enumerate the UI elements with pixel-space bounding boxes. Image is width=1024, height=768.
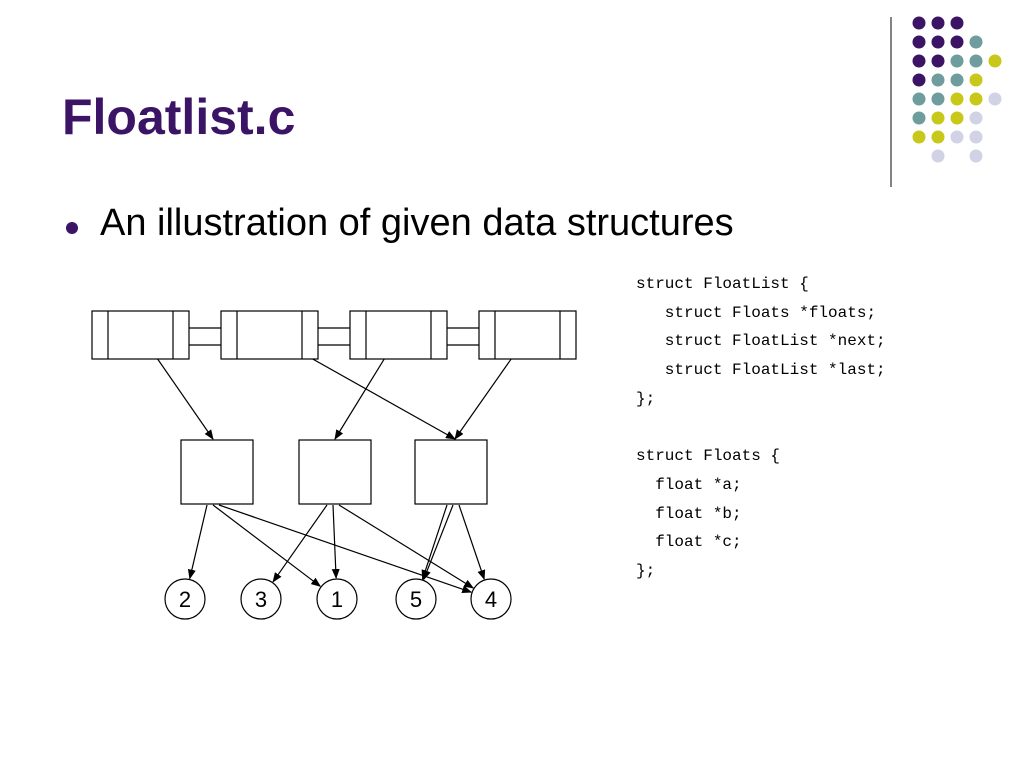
value-node: 3 — [240, 578, 282, 620]
value-node-label: 4 — [485, 587, 497, 612]
decor-dot — [912, 35, 926, 49]
decor-dot — [969, 92, 983, 106]
value-pointer-arrow — [212, 504, 322, 587]
decor-dot — [950, 130, 964, 144]
floatlist-node — [478, 310, 577, 360]
decor-dot — [931, 73, 945, 87]
value-node: 1 — [316, 578, 358, 620]
value-node-label: 2 — [179, 587, 191, 612]
value-node-label: 3 — [255, 587, 267, 612]
decor-dot — [912, 16, 926, 30]
value-node-circle — [164, 578, 206, 620]
decor-dot — [950, 16, 964, 30]
code-line: float *a; — [636, 475, 742, 494]
slide-title: Floatlist.c — [62, 89, 296, 145]
floats-box — [180, 439, 254, 505]
value-pointer-arrow — [421, 504, 448, 581]
decor-dot — [969, 54, 983, 68]
value-node-circle — [470, 578, 512, 620]
decor-dot — [931, 92, 945, 106]
decor-dot — [912, 92, 926, 106]
decor-dot — [931, 54, 945, 68]
bullet-dot — [66, 222, 78, 234]
floats-box — [298, 439, 372, 505]
decor-dot — [950, 35, 964, 49]
decor-dot — [912, 54, 926, 68]
value-pointer-arrow — [272, 504, 328, 583]
decor-dot — [950, 73, 964, 87]
code-line: struct FloatList { — [636, 275, 809, 293]
floats-box — [414, 439, 488, 505]
value-pointer-arrow — [458, 504, 486, 581]
value-pointer-arrow — [423, 504, 454, 581]
decor-dot — [969, 111, 983, 125]
decor-dot — [912, 73, 926, 87]
value-node-circle — [316, 578, 358, 620]
code-line: struct FloatList *last; — [636, 361, 886, 380]
code-line: struct FloatList *next; — [636, 332, 886, 351]
code-line: float *b; — [636, 504, 742, 523]
decor-dot — [931, 16, 945, 30]
value-node-label: 1 — [331, 587, 343, 612]
value-node-circle — [240, 578, 282, 620]
value-node: 5 — [395, 578, 437, 620]
decor-dot — [969, 35, 983, 49]
decor-dot — [950, 92, 964, 106]
decor-dot — [931, 149, 945, 163]
decor-dot — [969, 149, 983, 163]
value-node: 4 — [470, 578, 512, 620]
value-pointer-arrow — [331, 504, 340, 580]
decor-dot — [988, 54, 1002, 68]
decor-dot — [931, 35, 945, 49]
value-node-label: 5 — [410, 587, 422, 612]
value-node-circle — [395, 578, 437, 620]
value-pointer-arrow — [187, 504, 208, 580]
decor-dot — [912, 111, 926, 125]
decor-dot — [988, 92, 1002, 106]
decor-dot — [969, 73, 983, 87]
code-line: float *c; — [636, 533, 742, 552]
decor-dot — [912, 130, 926, 144]
decor-dot — [931, 130, 945, 144]
value-pointer-arrow — [338, 504, 474, 589]
decor-dot — [931, 111, 945, 125]
code-line: struct Floats *floats; — [636, 303, 877, 322]
floatlist-node — [349, 310, 448, 360]
decor-dot — [950, 111, 964, 125]
value-node: 2 — [164, 578, 206, 620]
bullet-text: An illustration of given data structures — [100, 202, 734, 244]
decor-dot — [969, 130, 983, 144]
code-line: }; — [636, 561, 656, 580]
floatlist-node — [91, 310, 190, 360]
floatlist-node — [220, 310, 319, 360]
decor-dot — [950, 54, 964, 68]
code-block: struct FloatList { struct Floats *floats… — [636, 270, 886, 586]
code-line: }; — [636, 389, 656, 408]
code-line: struct Floats { — [636, 447, 781, 466]
